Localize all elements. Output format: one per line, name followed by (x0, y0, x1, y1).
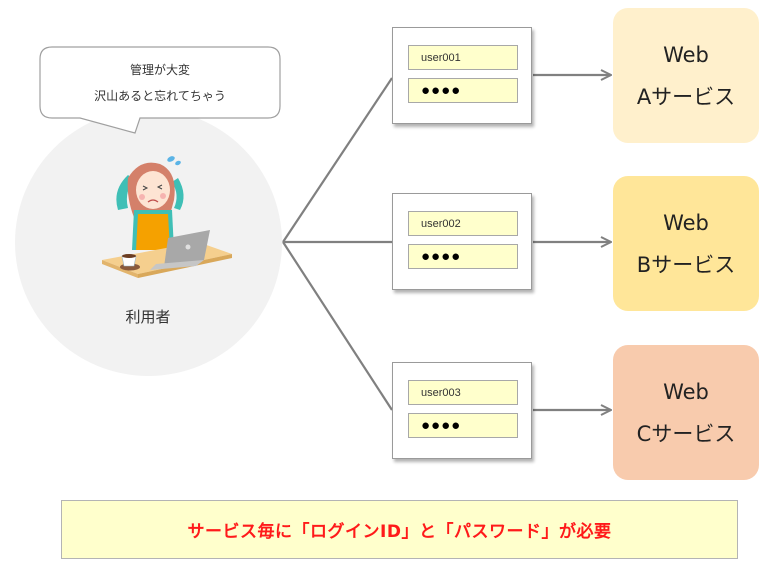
user-label: 利用者 (125, 308, 171, 326)
credential-card-b: user002 ●●●● (392, 193, 532, 290)
footer-message: サービス毎に「ログインID」と「パスワード」が必要 (187, 522, 612, 542)
credential-card-a: user001 ●●●● (392, 27, 532, 124)
service-line-1: Web (663, 42, 709, 67)
login-id-field: user003 (408, 380, 518, 405)
speech-bubble (39, 46, 281, 134)
bubble-line-1: 管理が大変 (129, 62, 190, 77)
service-line-2: Bサービス (636, 252, 736, 277)
service-line-1: Web (663, 379, 709, 404)
troubled-user-illustration-icon (102, 156, 232, 278)
credential-card-c: user003 ●●●● (392, 362, 532, 459)
service-line-2: Cサービス (636, 421, 736, 446)
footer-message-box: サービス毎に「ログインID」と「パスワード」が必要 (61, 500, 738, 559)
password-field: ●●●● (408, 413, 518, 438)
web-service-b: Web Bサービス (613, 176, 759, 311)
service-line-1: Web (663, 210, 709, 235)
service-line-2: Aサービス (636, 84, 736, 109)
password-field: ●●●● (408, 78, 518, 103)
web-service-c: Web Cサービス (613, 345, 759, 480)
web-service-a: Web Aサービス (613, 8, 759, 143)
fan-line-c (282, 241, 393, 411)
login-id-field: user002 (408, 211, 518, 236)
login-id-field: user001 (408, 45, 518, 70)
fan-line-a (282, 77, 393, 243)
password-field: ●●●● (408, 244, 518, 269)
bubble-line-2: 沢山あると忘れてちゃう (94, 88, 226, 103)
speech-bubble-text: 管理が大変 沢山あると忘れてちゃう (40, 47, 280, 118)
